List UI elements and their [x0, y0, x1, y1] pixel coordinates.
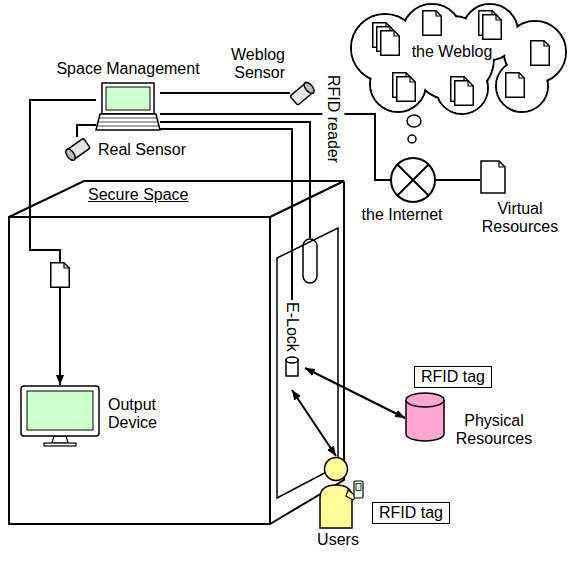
sensor-camera-shape: [290, 80, 316, 106]
user-figure: Users: [312, 456, 364, 528]
node-label: Users: [317, 531, 359, 549]
laptop-icon-shape: [96, 82, 160, 132]
document-sheet: [481, 161, 505, 193]
cloud-lobe: [370, 56, 426, 112]
sensor-camera-shape: [62, 137, 92, 163]
cloud-lobe: [410, 16, 494, 100]
rfid-tag-box: RFID tag: [414, 366, 492, 388]
node-label: the Weblog: [412, 43, 493, 61]
node-label: RFID tag: [421, 368, 485, 386]
node-label: Real Sensor: [98, 141, 186, 159]
laptop-icon: Space Management: [96, 82, 160, 132]
connector: [77, 125, 96, 137]
document-icon: [455, 81, 474, 106]
sensor-camera: Weblog Sensor: [290, 80, 316, 106]
document-icon-shape: [480, 160, 506, 194]
node-label: Virtual Resources: [474, 200, 566, 237]
document-icon: [381, 31, 400, 56]
camera-lens: [302, 81, 316, 95]
laptop-base: [96, 114, 160, 130]
box-front: [9, 217, 270, 524]
internet-node-shape: [390, 157, 436, 203]
internet-node: the Internet: [390, 157, 436, 203]
phone: [354, 481, 363, 498]
physical-resource: Physical Resources: [405, 392, 445, 442]
camera-body: [64, 138, 91, 162]
connector: [292, 390, 336, 456]
connector: [160, 92, 290, 94]
monitor-screen: [27, 391, 93, 430]
document-icon: [397, 77, 416, 102]
monitor-foot: [44, 443, 76, 446]
document-icon: [423, 11, 442, 36]
door-panel: [277, 228, 338, 498]
thought-bubble: [408, 135, 416, 143]
phone-screen: [356, 484, 361, 491]
reader-body: [303, 239, 317, 283]
sensor-camera: Real Sensor: [62, 137, 92, 163]
document-icon: [51, 263, 70, 288]
connector: [30, 100, 96, 385]
node-label: Space Management: [56, 60, 199, 78]
camera-lens: [64, 147, 77, 162]
monitor-frame: [21, 386, 99, 436]
document-icon: [483, 15, 502, 40]
rfid-tag-box: RFID tag: [372, 502, 450, 524]
document-fold: [499, 161, 505, 167]
thought-bubble: [407, 115, 421, 127]
output-monitor-shape: [20, 385, 100, 447]
connector: [436, 179, 480, 181]
laptop-keys: [98, 118, 158, 126]
physical-resource-shape: [405, 392, 445, 442]
document-icon: [531, 41, 550, 66]
cloud-lobe: [504, 21, 566, 83]
connector: [160, 114, 390, 180]
node-label: RFID tag: [379, 504, 443, 522]
lock-top: [286, 357, 298, 363]
secure-space-box-shape: [8, 180, 345, 525]
document-icon: Virtual Resources: [480, 160, 506, 194]
node-label: RFID reader: [322, 72, 344, 166]
e-lock: E-Lock: [279, 300, 305, 390]
monitor-stand: [52, 436, 68, 443]
user-figure-shape: [312, 456, 364, 528]
person-head: [325, 458, 348, 481]
node-label: Weblog Sensor: [223, 46, 285, 83]
cylinder-top: [406, 393, 444, 407]
network-circle: [391, 158, 435, 202]
cloud-lobe: [351, 14, 419, 82]
connector: [305, 368, 405, 418]
laptop-lid: [102, 83, 154, 114]
secure-space-box: Secure SpaceE-LockOutput Device: [8, 180, 345, 525]
node-label: Output Device: [108, 396, 168, 433]
output-monitor: Output Device: [20, 385, 100, 447]
node-label: Secure Space: [88, 186, 189, 204]
laptop-screen: [106, 87, 150, 110]
node-label: E-Lock: [283, 302, 301, 352]
node-label: the Internet: [362, 206, 443, 224]
network-cross: [397, 164, 428, 195]
weblog-cloud: the Weblog: [345, 2, 570, 116]
camera-body: [290, 81, 316, 106]
cloud-lobe: [496, 60, 548, 112]
cloud-outline: [351, 4, 566, 114]
box-top: [9, 181, 344, 217]
node-label: Physical Resources: [452, 412, 536, 449]
